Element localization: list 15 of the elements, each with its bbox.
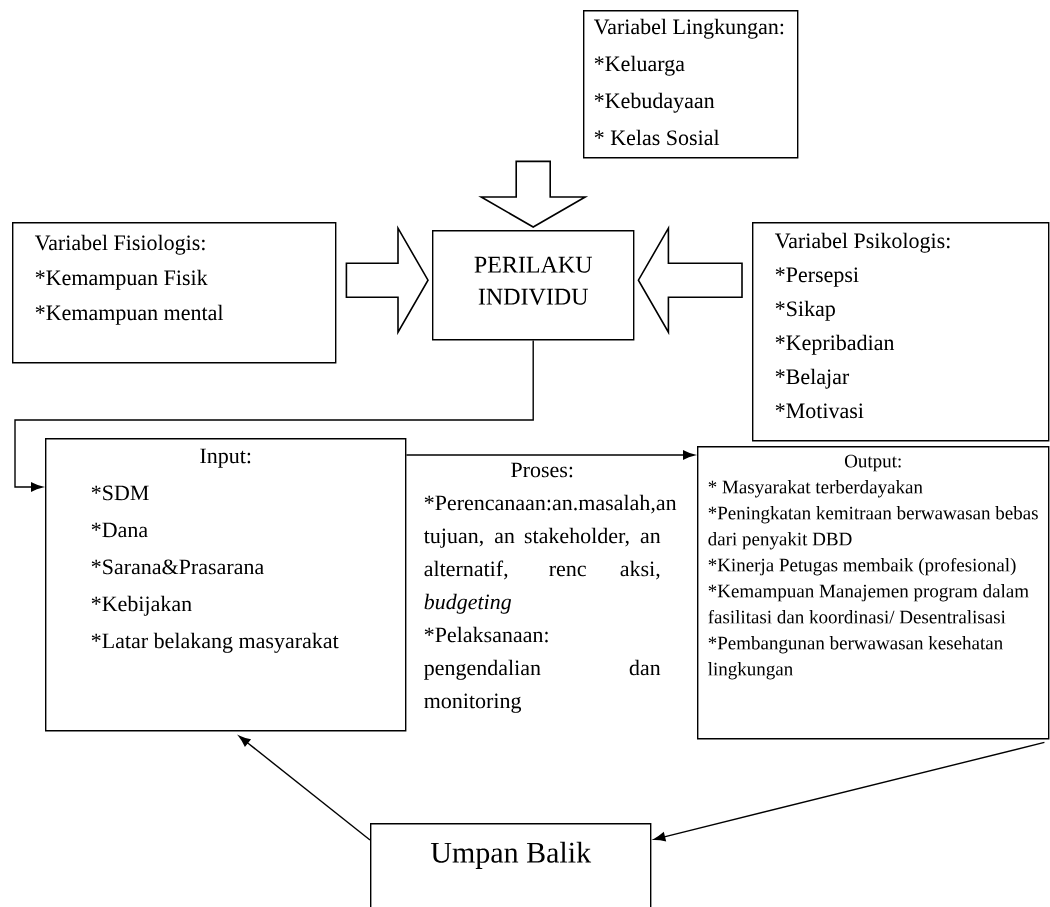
variable-box: Variabel Lingkungan: *Keluarga *Kebudayaan * Kelas Sosial <box>583 10 799 159</box>
input-box: Input: *SDM *Dana *Sarana&Prasarana *Kebijakan *Latar belakang masyarakat <box>45 438 407 732</box>
arrow <box>238 735 371 841</box>
variable-box: Variabel Psikologis: *Persepsi *Sikap *Kepribadian *Belajar *Motivasi <box>752 222 1050 442</box>
arrow <box>14 339 534 492</box>
variable-box: Variabel Fisiologis: *Kemampuan Fisik *Kemampuan mental <box>12 222 337 364</box>
block-arrow <box>345 225 429 336</box>
process-text: Proses: *Perencanaan:an.masalah,an tujuan, an stakeholder, an alternatif, renc aksi, budgeting *Pelaksanaan: pengendalian dan monitoring <box>423 462 677 713</box>
output-box: Output: * Masyarakat terberdayakan *Peningkatan kemitraan berwawasan bebas dari penyakit DBD *Kinerja Petugas membaik (profesional) *Kemampuan Manajemen program dalam fasilitasi dan koordinasi/ Desentralisasi *Pembangunan berwawasan kesehatan lingkungan <box>697 446 1050 740</box>
feedback-box: Umpan Balik <box>370 823 652 907</box>
block-arrow <box>478 160 589 228</box>
behavior-box: PERILAKU INDIVIDU <box>432 230 635 341</box>
block-arrow <box>637 225 743 336</box>
arrow <box>405 450 695 460</box>
arrow <box>653 741 1046 842</box>
